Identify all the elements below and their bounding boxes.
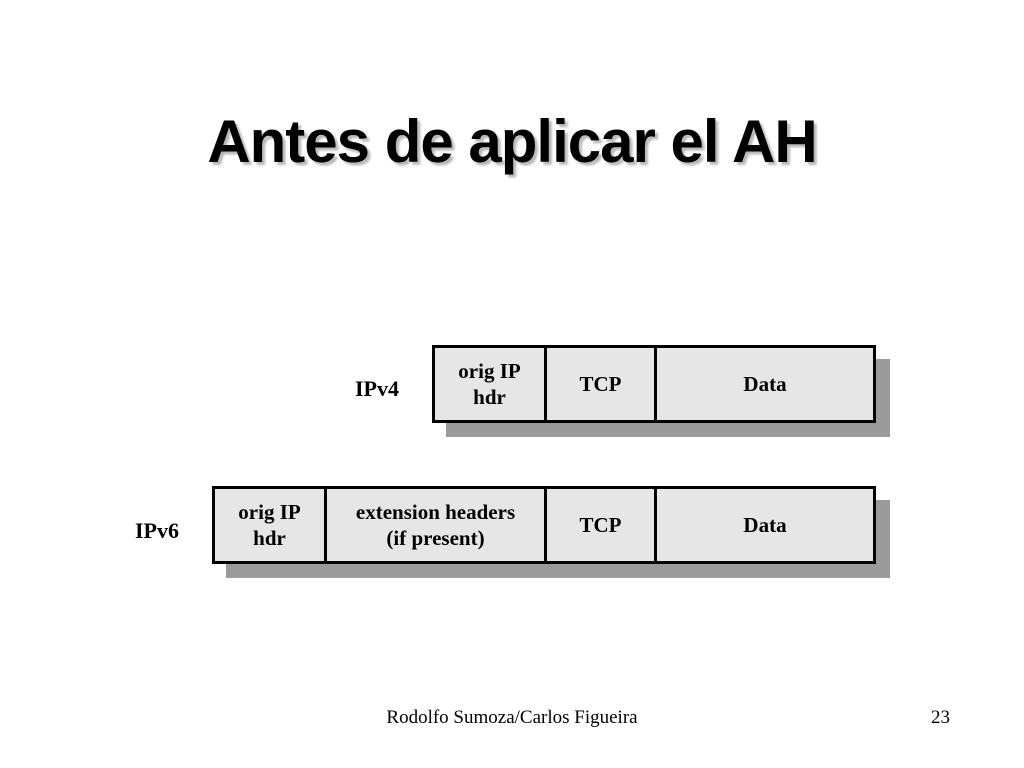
footer-author: Rodolfo Sumoza/Carlos Figueira [386, 707, 638, 728]
ipv4-field-tcp: TCP [547, 348, 657, 420]
ipv6-field-data-label: Data [743, 513, 787, 537]
ipv6-field-tcp-label: TCP [579, 513, 622, 537]
ipv4-field-tcp-label: TCP [579, 372, 622, 396]
ipv4-label: IPv4 [355, 376, 399, 401]
ipv6-packet: orig IP hdr extension headers (if presen… [212, 486, 890, 578]
ipv4-packet: orig IP hdr TCP Data [432, 345, 890, 437]
ipv4-field-orig-ip-hdr: orig IP hdr [435, 348, 547, 420]
ipv4-packet-body: orig IP hdr TCP Data [432, 345, 876, 423]
ipv6-field-extension-headers: extension headers (if present) [327, 489, 547, 561]
ipv6-packet-body: orig IP hdr extension headers (if presen… [212, 486, 876, 564]
footer-page-number: 23 [931, 707, 950, 728]
ipv6-field-tcp: TCP [547, 489, 657, 561]
ipv6-field-data: Data [657, 489, 873, 561]
ipv4-field-orig-ip-hdr-label: orig IP hdr [458, 359, 521, 409]
ipv6-label: IPv6 [135, 518, 179, 543]
ipv6-field-orig-ip-hdr: orig IP hdr [215, 489, 327, 561]
ipv4-field-data: Data [657, 348, 873, 420]
ipv4-field-data-label: Data [743, 372, 787, 396]
ipv6-field-extension-headers-label: extension headers (if present) [355, 500, 516, 550]
slide-title: Antes de aplicar el AH [207, 108, 817, 175]
ipv6-field-orig-ip-hdr-label: orig IP hdr [238, 500, 301, 550]
